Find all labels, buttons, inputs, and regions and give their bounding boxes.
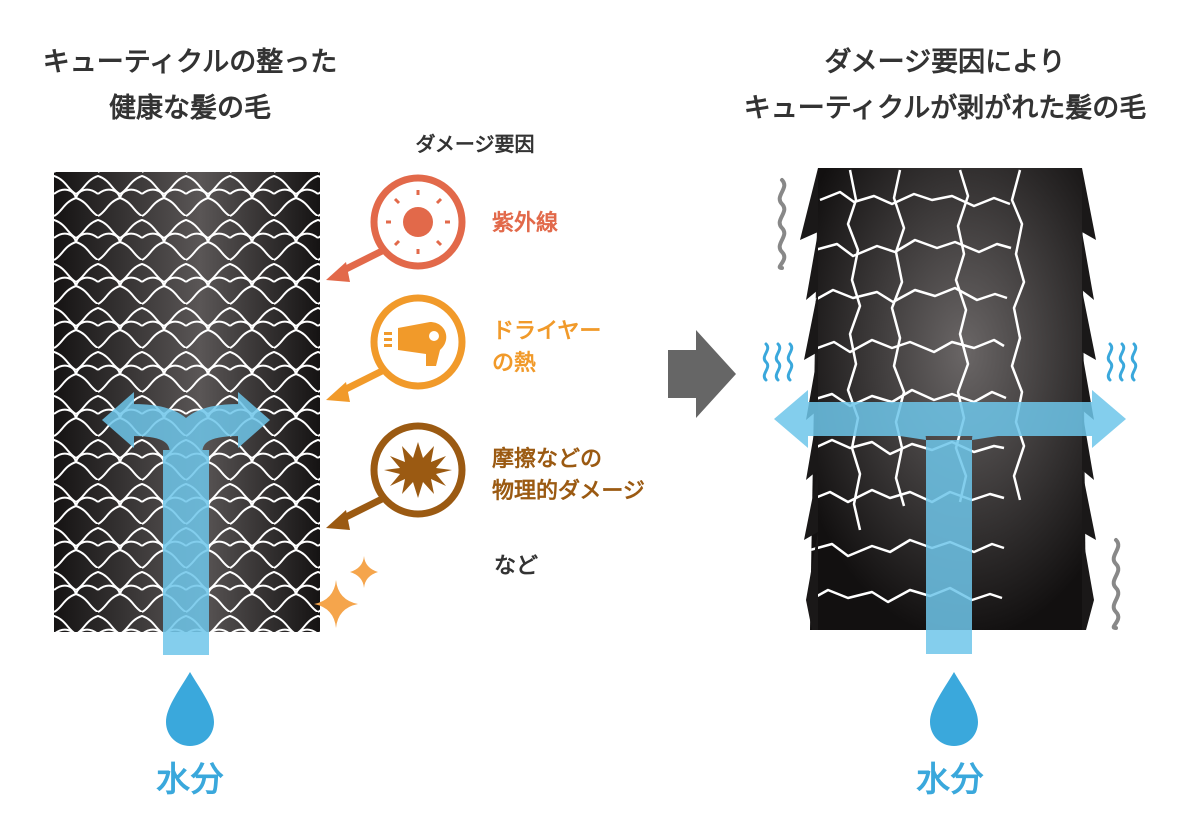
water-label-left: 水分 [156, 760, 224, 800]
dryer-heat-label-line2: の熱 [492, 351, 537, 376]
hair-dryer-icon [384, 322, 447, 366]
friction-wave-icon [777, 178, 1121, 630]
etc-label: など [494, 554, 539, 579]
friction-damage-label-line1: 摩擦などの [492, 447, 603, 472]
dryer-heat-label-line1: ドライヤー [492, 319, 602, 344]
damage-factors-title: ダメージ要因 [415, 132, 535, 156]
healthy-hair-title: キューティクルの整った 健康な髪の毛 [0, 40, 380, 132]
uv-label: 紫外線 [492, 211, 559, 236]
healthy-hair-strand [54, 172, 320, 632]
healthy-hair-title-line1: キューティクルの整った [42, 47, 338, 78]
damaged-hair-title-line1: ダメージ要因により [824, 47, 1066, 78]
dryer-heat-label: ドライヤー の熱 [492, 316, 652, 380]
friction-factor [326, 422, 466, 530]
water-label-right: 水分 [916, 760, 984, 800]
friction-damage-label-line2: 物理的ダメージ [492, 479, 645, 504]
healthy-hair-title-line2: 健康な髪の毛 [109, 93, 271, 124]
sun-icon [386, 190, 450, 254]
sparkle-icon [314, 556, 378, 628]
spiky-burst-icon [384, 442, 452, 498]
water-drop-icon [930, 672, 978, 746]
damaged-hair-title-line2: キューティクルが剥がれた髪の毛 [743, 93, 1147, 124]
dryer-factor [326, 294, 466, 402]
water-flow-left [102, 392, 270, 655]
damaged-hair-title: ダメージ要因により キューティクルが剥がれた髪の毛 [690, 40, 1200, 132]
transition-arrow [668, 330, 736, 418]
uv-factor [326, 174, 466, 282]
steam-wave-icon [762, 342, 1138, 382]
water-flow-right [774, 390, 1126, 654]
water-drop-icon [166, 672, 214, 746]
friction-damage-label: 摩擦などの 物理的ダメージ [492, 444, 692, 508]
